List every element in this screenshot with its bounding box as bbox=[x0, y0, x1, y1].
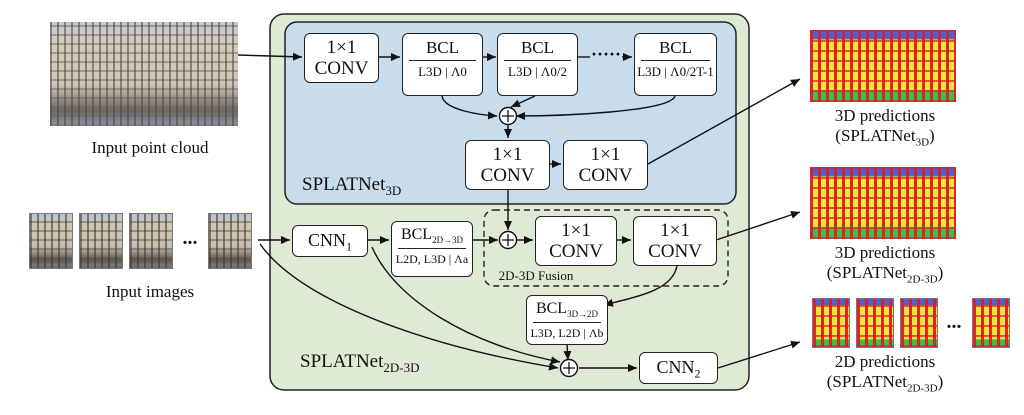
conv-1x1-input-l1: 1×1 bbox=[326, 37, 357, 58]
pred-3d-b-line2-end: ) bbox=[937, 263, 944, 282]
fusion-dashed-box bbox=[483, 209, 729, 287]
pred-2d-image-3 bbox=[900, 298, 938, 348]
fusion-conv-1x1-b: 1×1 CONV bbox=[633, 216, 717, 266]
pred-2d-line1: 2D predictions bbox=[834, 352, 936, 371]
pred-2d-ellipsis: ... bbox=[946, 311, 962, 333]
edge-fusion-to-bcl3d2d bbox=[603, 265, 678, 307]
bcl-2d3d-title-main: BCL bbox=[400, 226, 433, 243]
conv-1x1-input: 1×1 CONV bbox=[304, 33, 379, 83]
pred-3d-a-line2-main: (SPLATNet bbox=[835, 126, 916, 145]
bcl-1-title: BCL bbox=[409, 34, 476, 61]
pred-2d-image-4 bbox=[972, 298, 1010, 348]
pred-2d-line2-end: ) bbox=[937, 372, 944, 391]
edge-bcl3-to-plus bbox=[515, 95, 676, 120]
bcl-2-params: L3D | Λ0/2 bbox=[508, 64, 567, 79]
edge-cnn2-to-pred2d bbox=[717, 340, 801, 369]
pred-2d-image-1 bbox=[812, 298, 850, 348]
cnn2-sub: 2 bbox=[694, 366, 701, 381]
fusion-label: 2D-3D Fusion bbox=[498, 268, 574, 283]
bcl-3-title: BCL bbox=[641, 34, 710, 61]
edge-cloud-to-conv bbox=[237, 52, 303, 61]
edge-bcl2-to-plus bbox=[510, 95, 536, 108]
pred-3d-splatnet3d-caption: 3D predictions (SPLATNet3D) bbox=[800, 106, 970, 152]
conv-output-3d-l1: 1×1 bbox=[590, 144, 621, 165]
conv-1x1-input-l2: CONV bbox=[314, 58, 369, 79]
bcl-2d3d-params: L2D, L3D | Λa bbox=[395, 252, 469, 266]
input-point-cloud-label: Input point cloud bbox=[91, 138, 209, 157]
bcl-block-3: BCL L3D | Λ0/2T-1 bbox=[634, 33, 717, 96]
input-images-ellipsis: ... bbox=[182, 227, 198, 249]
pred-3d-b-line2: (SPLATNet2D-3D) bbox=[800, 263, 970, 289]
bcl-2-title: BCL bbox=[504, 34, 571, 61]
edge-bcl3d2d-to-plus2 bbox=[563, 343, 572, 361]
input-images-label: Input images bbox=[105, 282, 195, 301]
cnn2-block: CNN2 bbox=[639, 352, 718, 384]
bcl-3d2d-title: BCL3D→2D bbox=[533, 296, 601, 323]
splatnet2d3d-title: SPLATNet2D-3D bbox=[300, 352, 460, 378]
edge-bcl1-to-plus bbox=[441, 95, 498, 120]
pred-2d-caption: 2D predictions (SPLATNet2D-3D) bbox=[800, 352, 970, 398]
input-point-cloud-image bbox=[50, 22, 238, 126]
cnn1-block: CNN1 bbox=[292, 225, 368, 257]
pred-2d-line2: (SPLATNet2D-3D) bbox=[800, 372, 970, 398]
conv-1x1-output-3d: 1×1 CONV bbox=[563, 140, 648, 190]
pred-3d-b-line1: 3D predictions bbox=[834, 243, 936, 262]
fusion-conv-1x1-a: 1×1 CONV bbox=[535, 216, 617, 266]
input-image-3 bbox=[129, 213, 173, 269]
fusion-conv-a-l2: CONV bbox=[549, 241, 603, 262]
bcl-block-2: BCL L3D | Λ0/2 bbox=[497, 33, 578, 96]
pred-2d-image-2 bbox=[856, 298, 894, 348]
fusion-conv-b-l2: CONV bbox=[648, 241, 702, 262]
input-image-2 bbox=[79, 213, 123, 269]
conv-post-sum-l1: 1×1 bbox=[492, 144, 523, 165]
conv-output-3d-l2: CONV bbox=[578, 165, 633, 186]
pred-3d-b-line2-main: (SPLATNet bbox=[826, 263, 908, 282]
bcl-3-params: L3D | Λ0/2T-1 bbox=[637, 64, 714, 79]
input-image-4 bbox=[208, 213, 252, 269]
pred-3d-b-line2-sub: 2D-3D bbox=[907, 273, 938, 286]
pred-3d-splatnet2d3d-image bbox=[810, 167, 956, 239]
pred-3d-a-line2-sub: 3D bbox=[915, 136, 930, 149]
cnn1-sub: 1 bbox=[346, 239, 352, 254]
conv-1x1-post-sum: 1×1 CONV bbox=[465, 140, 550, 190]
splatnet3d-title: SPLATNet3D bbox=[302, 175, 442, 201]
cnn1-label: CNN bbox=[307, 230, 346, 250]
bcl-2d3d-title: BCL2D→3D bbox=[398, 222, 466, 249]
fusion-conv-a-l1: 1×1 bbox=[561, 220, 591, 241]
conv-post-sum-l2: CONV bbox=[480, 165, 535, 186]
bcl-3d2d-title-sub: 3D→2D bbox=[567, 309, 599, 320]
edge-images-to-plus2 bbox=[259, 243, 559, 371]
edge-cnn1-to-plus2 bbox=[371, 246, 561, 365]
splatnet2d3d-title-main: SPLATNet bbox=[300, 351, 384, 372]
pred-2d-line2-main: (SPLATNet bbox=[826, 372, 908, 391]
edge-fusion-to-pred3d-2d3d bbox=[715, 211, 801, 241]
pred-3d-a-line2-end: ) bbox=[929, 126, 935, 145]
pred-3d-a-line2: (SPLATNet3D) bbox=[800, 126, 970, 152]
fusion-conv-b-l1: 1×1 bbox=[660, 220, 690, 241]
pred-2d-line2-sub: 2D-3D bbox=[907, 382, 938, 395]
bcl-3d-to-2d: BCL3D→2D L3D, L2D | Λb bbox=[526, 295, 608, 345]
edge-conv3-to-pred3d bbox=[647, 78, 801, 165]
pred-3d-splatnet2d3d-caption: 3D predictions (SPLATNet2D-3D) bbox=[800, 243, 970, 289]
splatnet3d-title-sub: 3D bbox=[385, 182, 402, 198]
bcl-block-1: BCL L3D | Λ0 bbox=[402, 33, 483, 96]
bcl-3d2d-params: L3D, L2D | Λb bbox=[530, 326, 604, 340]
input-image-1 bbox=[29, 213, 73, 269]
pred-3d-a-line1: 3D predictions bbox=[834, 106, 936, 125]
bcl-2d-to-3d: BCL2D→3D L2D, L3D | Λa bbox=[391, 221, 473, 277]
bcl-1-params: L3D | Λ0 bbox=[418, 64, 467, 79]
pred-3d-splatnet3d-image bbox=[810, 30, 956, 102]
bcl-2d3d-title-sub: 2D→3D bbox=[432, 235, 464, 246]
splatnet2d3d-title-sub: 2D-3D bbox=[383, 359, 420, 375]
bcl-3d2d-title-main: BCL bbox=[535, 300, 568, 317]
cnn2-label: CNN bbox=[656, 357, 695, 377]
splatnet3d-title-main: SPLATNet bbox=[302, 174, 386, 195]
bcl-chain-dots: ····· bbox=[590, 44, 621, 64]
